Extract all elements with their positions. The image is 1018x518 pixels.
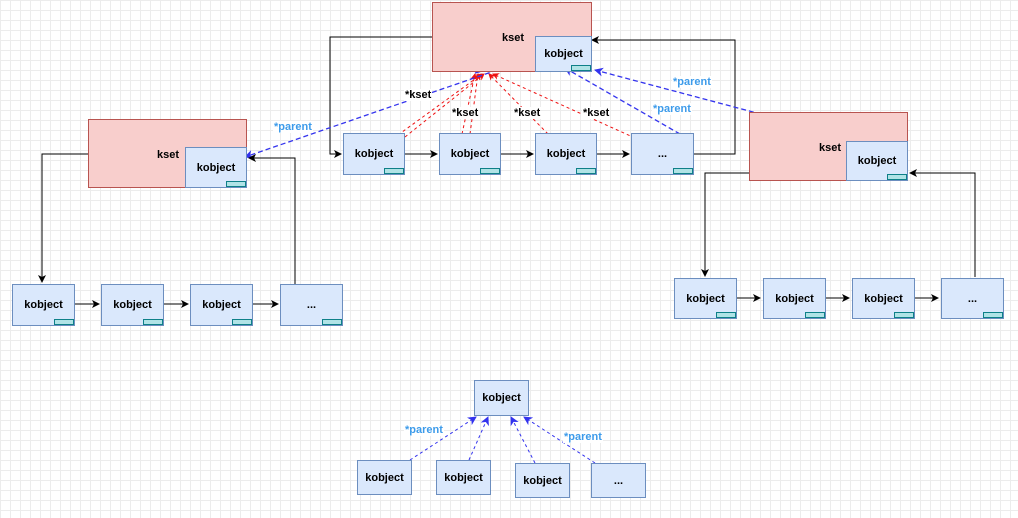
- top-child-kobject-ellipsis: ...: [631, 133, 694, 175]
- right-kset-parent-arrow: [594, 67, 863, 142]
- top-list-links: [329, 36, 736, 158]
- right-child-kobject-1: kobject: [674, 278, 737, 319]
- right-kset-label: kset: [819, 142, 842, 154]
- top-kset-to-first-child-link: [329, 36, 432, 158]
- kset-pointer-label-4: *kset: [582, 107, 611, 119]
- right-child-kobject-3: kobject: [852, 278, 915, 319]
- kobject-label: ...: [613, 474, 624, 487]
- kobject-label: kobject: [544, 48, 583, 60]
- kobject-tab: [673, 168, 693, 174]
- left-kset-to-first-child-link: [38, 153, 88, 283]
- top-child-kobject-2: kobject: [439, 133, 501, 175]
- kobject-label: kobject: [775, 292, 814, 305]
- top-parent-label-1: *parent: [672, 76, 712, 88]
- bottom-parent-arrow-2: [468, 416, 489, 461]
- kset-pointer-2a: [461, 73, 478, 135]
- kset-pointer-1b: [404, 73, 485, 138]
- left-last-child-to-kset-link: [248, 154, 296, 284]
- top-kset-label: kset: [502, 32, 525, 44]
- kobject-label: ...: [306, 299, 317, 311]
- kobject-tab: [480, 168, 500, 174]
- bottom-parent-label-2: *parent: [563, 431, 603, 443]
- left-child-kobject-3: kobject: [190, 284, 253, 326]
- kset-pointer-1a: [397, 73, 483, 136]
- left-child-kobject-1: kobject: [12, 284, 75, 326]
- kobject-tab: [54, 319, 74, 325]
- kobject-label: ...: [967, 292, 978, 305]
- bottom-child-kobject-3: kobject: [515, 463, 570, 498]
- kobject-label: kobject: [857, 155, 897, 167]
- kobject-label: kobject: [113, 299, 152, 311]
- kobject-label: kobject: [196, 161, 236, 174]
- right-list-links: [701, 169, 976, 302]
- bottom-parent-arrow-4: [523, 416, 596, 464]
- kobject-label: kobject: [444, 471, 483, 484]
- kobject-label: kobject: [523, 474, 562, 487]
- kobject-tab: [983, 312, 1003, 318]
- kobject-tab: [894, 312, 914, 318]
- kobject-label: ...: [657, 148, 668, 160]
- kobject-tab: [384, 168, 404, 174]
- kobject-tab: [887, 174, 907, 180]
- top-parent-label-2: *parent: [652, 103, 692, 115]
- right-kset-embedded-kobject: kobject: [846, 141, 908, 181]
- kobject-label: kobject: [546, 148, 586, 160]
- kobject-label: kobject: [354, 148, 394, 160]
- top-child-kobject-3: kobject: [535, 133, 597, 175]
- kobject-tab: [571, 65, 591, 71]
- kobject-tab: [805, 312, 825, 318]
- kobject-tab: [232, 319, 252, 325]
- left-kset-embedded-kobject: kobject: [185, 147, 247, 188]
- kset-pointer-4: [492, 73, 636, 139]
- top-last-child-to-kset-link: [591, 36, 736, 155]
- kobject-label: kobject: [365, 471, 404, 484]
- top-kset-embedded-kobject: kobject: [535, 36, 592, 72]
- kobject-label: kobject: [24, 299, 63, 311]
- right-kset-to-first-child-link: [701, 172, 749, 277]
- kobject-tab: [576, 168, 596, 174]
- kobject-label: kobject: [686, 292, 725, 305]
- top-kset-pointers: [397, 73, 636, 139]
- kset-pointer-3: [488, 73, 549, 135]
- bottom-parent-label-1: *parent: [404, 424, 444, 436]
- bottom-parent-pointers: [409, 416, 596, 464]
- left-child-kobject-ellipsis: ...: [280, 284, 343, 326]
- kobject-label: kobject: [202, 299, 241, 311]
- right-child-kobject-2: kobject: [763, 278, 826, 319]
- kobject-tab: [322, 319, 342, 325]
- bottom-parent-arrow-1: [409, 416, 477, 461]
- right-last-child-to-kset-link: [909, 169, 976, 277]
- left-parent-label: *parent: [273, 121, 313, 133]
- bottom-child-kobject-2: kobject: [436, 460, 491, 495]
- right-child-kobject-ellipsis: ...: [941, 278, 1004, 319]
- kobject-label: kobject: [864, 292, 903, 305]
- top-last-child-parent-arrow: [564, 67, 681, 135]
- kobject-tab: [716, 312, 736, 318]
- kset-pointer-2b: [469, 73, 481, 135]
- kobject-tab: [143, 319, 163, 325]
- bottom-parent-kobject: kobject: [474, 380, 529, 416]
- bottom-child-kobject-1: kobject: [357, 460, 412, 495]
- top-child-kobject-1: kobject: [343, 133, 405, 175]
- kobject-tab: [226, 181, 246, 187]
- kset-pointer-label-2: *kset: [451, 107, 480, 119]
- bottom-child-kobject-ellipsis: ...: [591, 463, 646, 498]
- bottom-parent-arrow-3: [510, 416, 536, 464]
- kobject-label: kobject: [450, 148, 490, 160]
- left-list-links: [38, 153, 296, 308]
- left-child-kobject-2: kobject: [101, 284, 164, 326]
- left-kset-label: kset: [157, 149, 180, 161]
- kset-pointer-label-1: *kset: [404, 89, 433, 101]
- kset-pointer-label-3: *kset: [513, 107, 542, 119]
- kobject-label: kobject: [482, 392, 521, 404]
